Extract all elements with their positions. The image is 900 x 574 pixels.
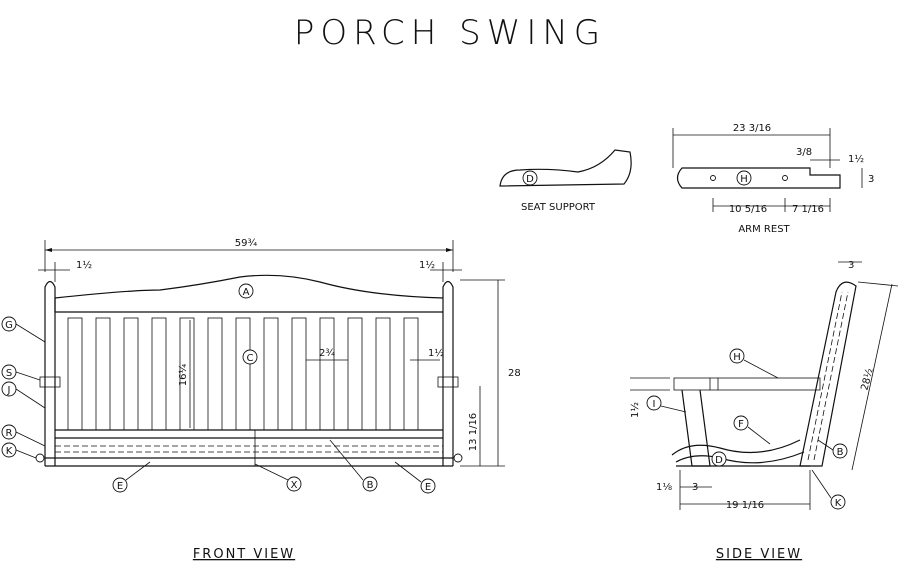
dim-arm-notch-width: 3/8 [796, 147, 812, 158]
label-H-side: H [733, 352, 741, 363]
dim-front-height: 28 [508, 368, 521, 379]
front-view-caption: FRONT VIEW [193, 547, 295, 562]
dim-arm-depth: 3 [868, 174, 874, 185]
label-B-side: B [837, 447, 844, 458]
dim-front-post-left: 1½ [76, 259, 92, 271]
label-E-right: E [425, 482, 431, 493]
dim-front-slat-width: 1½ [428, 347, 444, 359]
arm-rest-caption: ARM REST [738, 224, 790, 235]
drawing-title: PORCH SWING [294, 13, 606, 53]
side-view: 1½ 1⅛ 3 19 1/16 3 28½ H I F D B K SIDE V… [629, 260, 899, 562]
seat-support-caption: SEAT SUPPORT [521, 202, 596, 213]
dim-front-slat-height: 16¼ [177, 363, 189, 386]
label-F: F [738, 419, 744, 430]
label-E-left: E [117, 481, 123, 492]
label-S: S [6, 368, 12, 379]
label-H-arm: H [740, 174, 748, 185]
dim-arm-hole-end: 7 1/16 [792, 204, 824, 215]
dim-front-seat-height: 13 1/16 [468, 413, 479, 451]
label-J: J [7, 385, 11, 396]
label-G: G [5, 320, 13, 331]
dim-arm-notch-depth: 1½ [848, 153, 864, 165]
dim-side-seat-depth: 19 1/16 [726, 500, 764, 511]
arm-rest-view: 23 3/16 H 3/8 1½ 3 10 5/16 7 1/16 ARM RE… [672, 123, 874, 235]
front-slats [67, 317, 419, 431]
dim-side-back-length: 28½ [859, 367, 876, 392]
dim-arm-hole-spacing: 10 5/16 [729, 204, 767, 215]
label-D-side: D [715, 455, 723, 466]
dim-side-back-top: 3 [848, 260, 854, 271]
side-view-caption: SIDE VIEW [716, 547, 802, 562]
label-D-support: D [526, 174, 534, 185]
dim-arm-length: 23 3/16 [733, 123, 771, 134]
dim-side-base-offset: 3 [692, 482, 698, 493]
label-A: A [243, 287, 250, 298]
label-C: C [247, 353, 254, 364]
label-K: K [6, 446, 13, 457]
label-X: X [291, 480, 298, 491]
dim-front-width: 59¾ [235, 238, 258, 249]
label-I: I [653, 399, 656, 410]
front-view: 59¾ 1½ 1½ [1, 238, 521, 562]
dim-front-slat-gap: 2¾ [319, 348, 335, 359]
label-R: R [6, 428, 13, 439]
seat-support-view: D SEAT SUPPORT [499, 149, 632, 213]
label-B-front: B [367, 480, 374, 491]
label-K-side: K [835, 498, 842, 509]
dim-side-arm-thickness: 1½ [629, 402, 641, 418]
dim-side-base-height: 1⅛ [656, 482, 672, 493]
dim-front-post-right: 1½ [419, 259, 435, 271]
